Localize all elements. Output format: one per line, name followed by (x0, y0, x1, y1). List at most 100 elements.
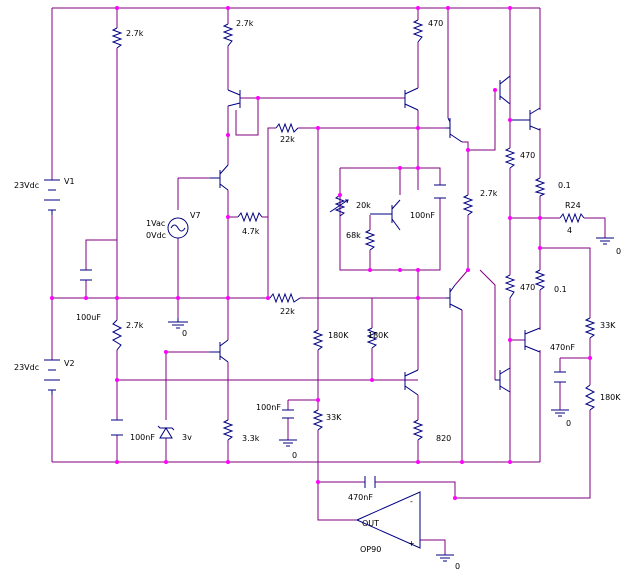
resistor-2k7-top-mid (222, 23, 234, 47)
label-c-100uf: 100uF (76, 313, 101, 322)
label-v1-volt: 23Vdc (14, 181, 39, 190)
battery-v1 (44, 179, 60, 215)
label-r-top-left: 2.7k (126, 29, 144, 38)
label-r-33k-lower: 33K (326, 413, 342, 422)
resistor-33k-right (584, 317, 596, 339)
label-c-470nf-fb: 470nF (348, 493, 373, 502)
capacitor-470nf-fb (364, 476, 376, 488)
label-r-820: 820 (436, 434, 451, 443)
label-v1-name: V1 (64, 177, 75, 186)
junction-dots (50, 6, 592, 500)
opamp-op90 (355, 491, 421, 549)
label-r-top-right: 470 (428, 19, 443, 28)
resistor-470-top-right (412, 19, 424, 43)
capacitor-100nf-vbe (434, 184, 446, 199)
capacitor-100nf-mid (282, 409, 294, 419)
transistor-q-out-lower-a (524, 327, 541, 353)
label-c-100nf-mid: 100nF (256, 403, 281, 412)
label-gnd0-op: 0 (455, 562, 460, 571)
resistor-2k7-top-left (111, 27, 123, 49)
resistor-2k7-lower (111, 319, 123, 351)
transistor-q-out-upper-b (510, 107, 541, 131)
label-r-22k-upper: 22k (280, 135, 295, 144)
label-zener-v: 3v (182, 433, 192, 442)
label-opamp-name: OP90 (360, 545, 381, 554)
label-gnd0-out: 0 (616, 247, 621, 256)
resistor-180k-a (312, 329, 324, 351)
ground-mid (168, 318, 188, 329)
label-r24-value: 4 (567, 226, 572, 235)
capacitor-470nf-right (554, 371, 566, 383)
ground-out (596, 237, 614, 245)
label-gnd0-right: 0 (566, 419, 571, 428)
label-r-2k7-right: 2.7k (480, 189, 498, 198)
resistor-r24 (559, 212, 585, 224)
resistor-470-out-upper (504, 147, 516, 169)
label-r-180k-b: 180K (368, 331, 389, 340)
label-r-3k3: 3.3k (242, 434, 260, 443)
transistor-q-driver-upper (446, 117, 463, 143)
label-gnd0-c100: 0 (292, 451, 297, 460)
zener-diode (157, 425, 175, 439)
resistor-3k3 (222, 419, 234, 441)
ac-source-v7 (167, 217, 189, 239)
resistor-01-lower (534, 269, 546, 291)
label-vac-ac: 1Vac (146, 219, 165, 228)
label-r24-name: R24 (565, 201, 581, 210)
resistor-68k (364, 229, 376, 251)
ground-c100 (279, 439, 297, 447)
transistor-q-out-lower-b (495, 367, 511, 393)
components (44, 19, 596, 549)
resistor-820 (412, 419, 424, 441)
transistor-q-out-upper-a (499, 75, 511, 105)
label-pot-20k: 20k (356, 201, 371, 210)
label-vac-dc: 0Vdc (146, 231, 166, 240)
capacitor-100uf (80, 269, 92, 281)
label-c-100nf-left: 100nF (130, 433, 155, 442)
label-opamp-out: OUT (362, 519, 379, 528)
transistor-q-lower-left (210, 339, 229, 363)
resistor-4k7 (237, 211, 263, 223)
label-r-22k-lower: 22k (280, 307, 295, 316)
resistor-33k-lower (312, 409, 324, 431)
label-r-68k: 68k (346, 231, 361, 240)
label-r-33k-right: 33K (600, 321, 616, 330)
resistor-22k-upper (275, 122, 299, 134)
transistor-q-driver-lower (446, 284, 463, 311)
ground-symbols (168, 237, 614, 562)
label-gnd0-mid: 0 (182, 329, 187, 338)
label-r-2k7-lower: 2.7k (126, 321, 144, 330)
transistor-q-upper-left (227, 89, 241, 108)
transistor-q-vbe (370, 199, 401, 231)
label-r-top-mid: 2.7k (236, 19, 254, 28)
label-vac-name: V7 (190, 211, 201, 220)
label-r-180k-right: 180K (600, 393, 621, 402)
label-r-01-b: 0.1 (554, 285, 567, 294)
battery-v2 (44, 359, 60, 395)
transistor-q-lower-mid (404, 369, 419, 396)
resistor-22k-lower (269, 292, 301, 304)
resistor-470-out-lower (504, 274, 516, 299)
transistor-q-input (210, 164, 229, 191)
capacitor-100nf-left (111, 419, 123, 436)
label-r-180k-a: 180K (328, 331, 349, 340)
label-r-470-b: 470 (520, 283, 535, 292)
label-c-470nf-right: 470nF (550, 343, 575, 352)
ground-cap-right (551, 409, 569, 417)
ground-opamp (436, 554, 454, 562)
wires (51, 7, 606, 555)
label-r-01-a: 0.1 (558, 181, 571, 190)
resistor-01-upper (534, 177, 546, 197)
label-v2-name: V2 (64, 359, 75, 368)
resistor-180k-b (366, 327, 378, 349)
label-op-minus: - (410, 497, 413, 506)
label-v2-volt: 23Vdc (14, 363, 39, 372)
labels: 2.7k 2.7k 470 22k 22k 4.7k 20k 68k 100nF… (14, 19, 621, 571)
resistor-2k7-right (462, 194, 474, 216)
label-r-470-a: 470 (520, 151, 535, 160)
label-op-plus: + (408, 539, 415, 548)
transistor-q-upper-right (404, 87, 419, 111)
label-r-4k7: 4.7k (242, 227, 260, 236)
resistor-180k-right (584, 384, 596, 411)
